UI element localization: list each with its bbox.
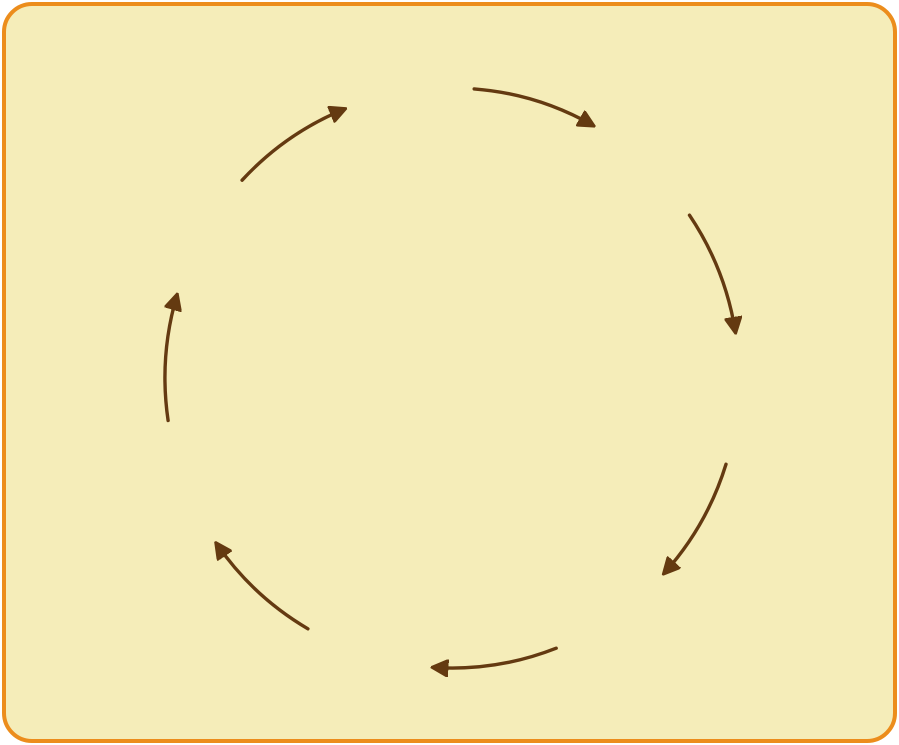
cycle-arrow-1 xyxy=(240,109,344,182)
cycle-arrow-2 xyxy=(472,87,593,126)
cycle-arrow-3 xyxy=(687,213,736,332)
cycle-arrow-5 xyxy=(433,646,558,668)
cycle-arrow-4 xyxy=(664,462,728,573)
cycle-arrow-6 xyxy=(217,544,310,631)
cycle-arrow-7 xyxy=(163,295,177,423)
cycle-arrows xyxy=(163,87,736,668)
